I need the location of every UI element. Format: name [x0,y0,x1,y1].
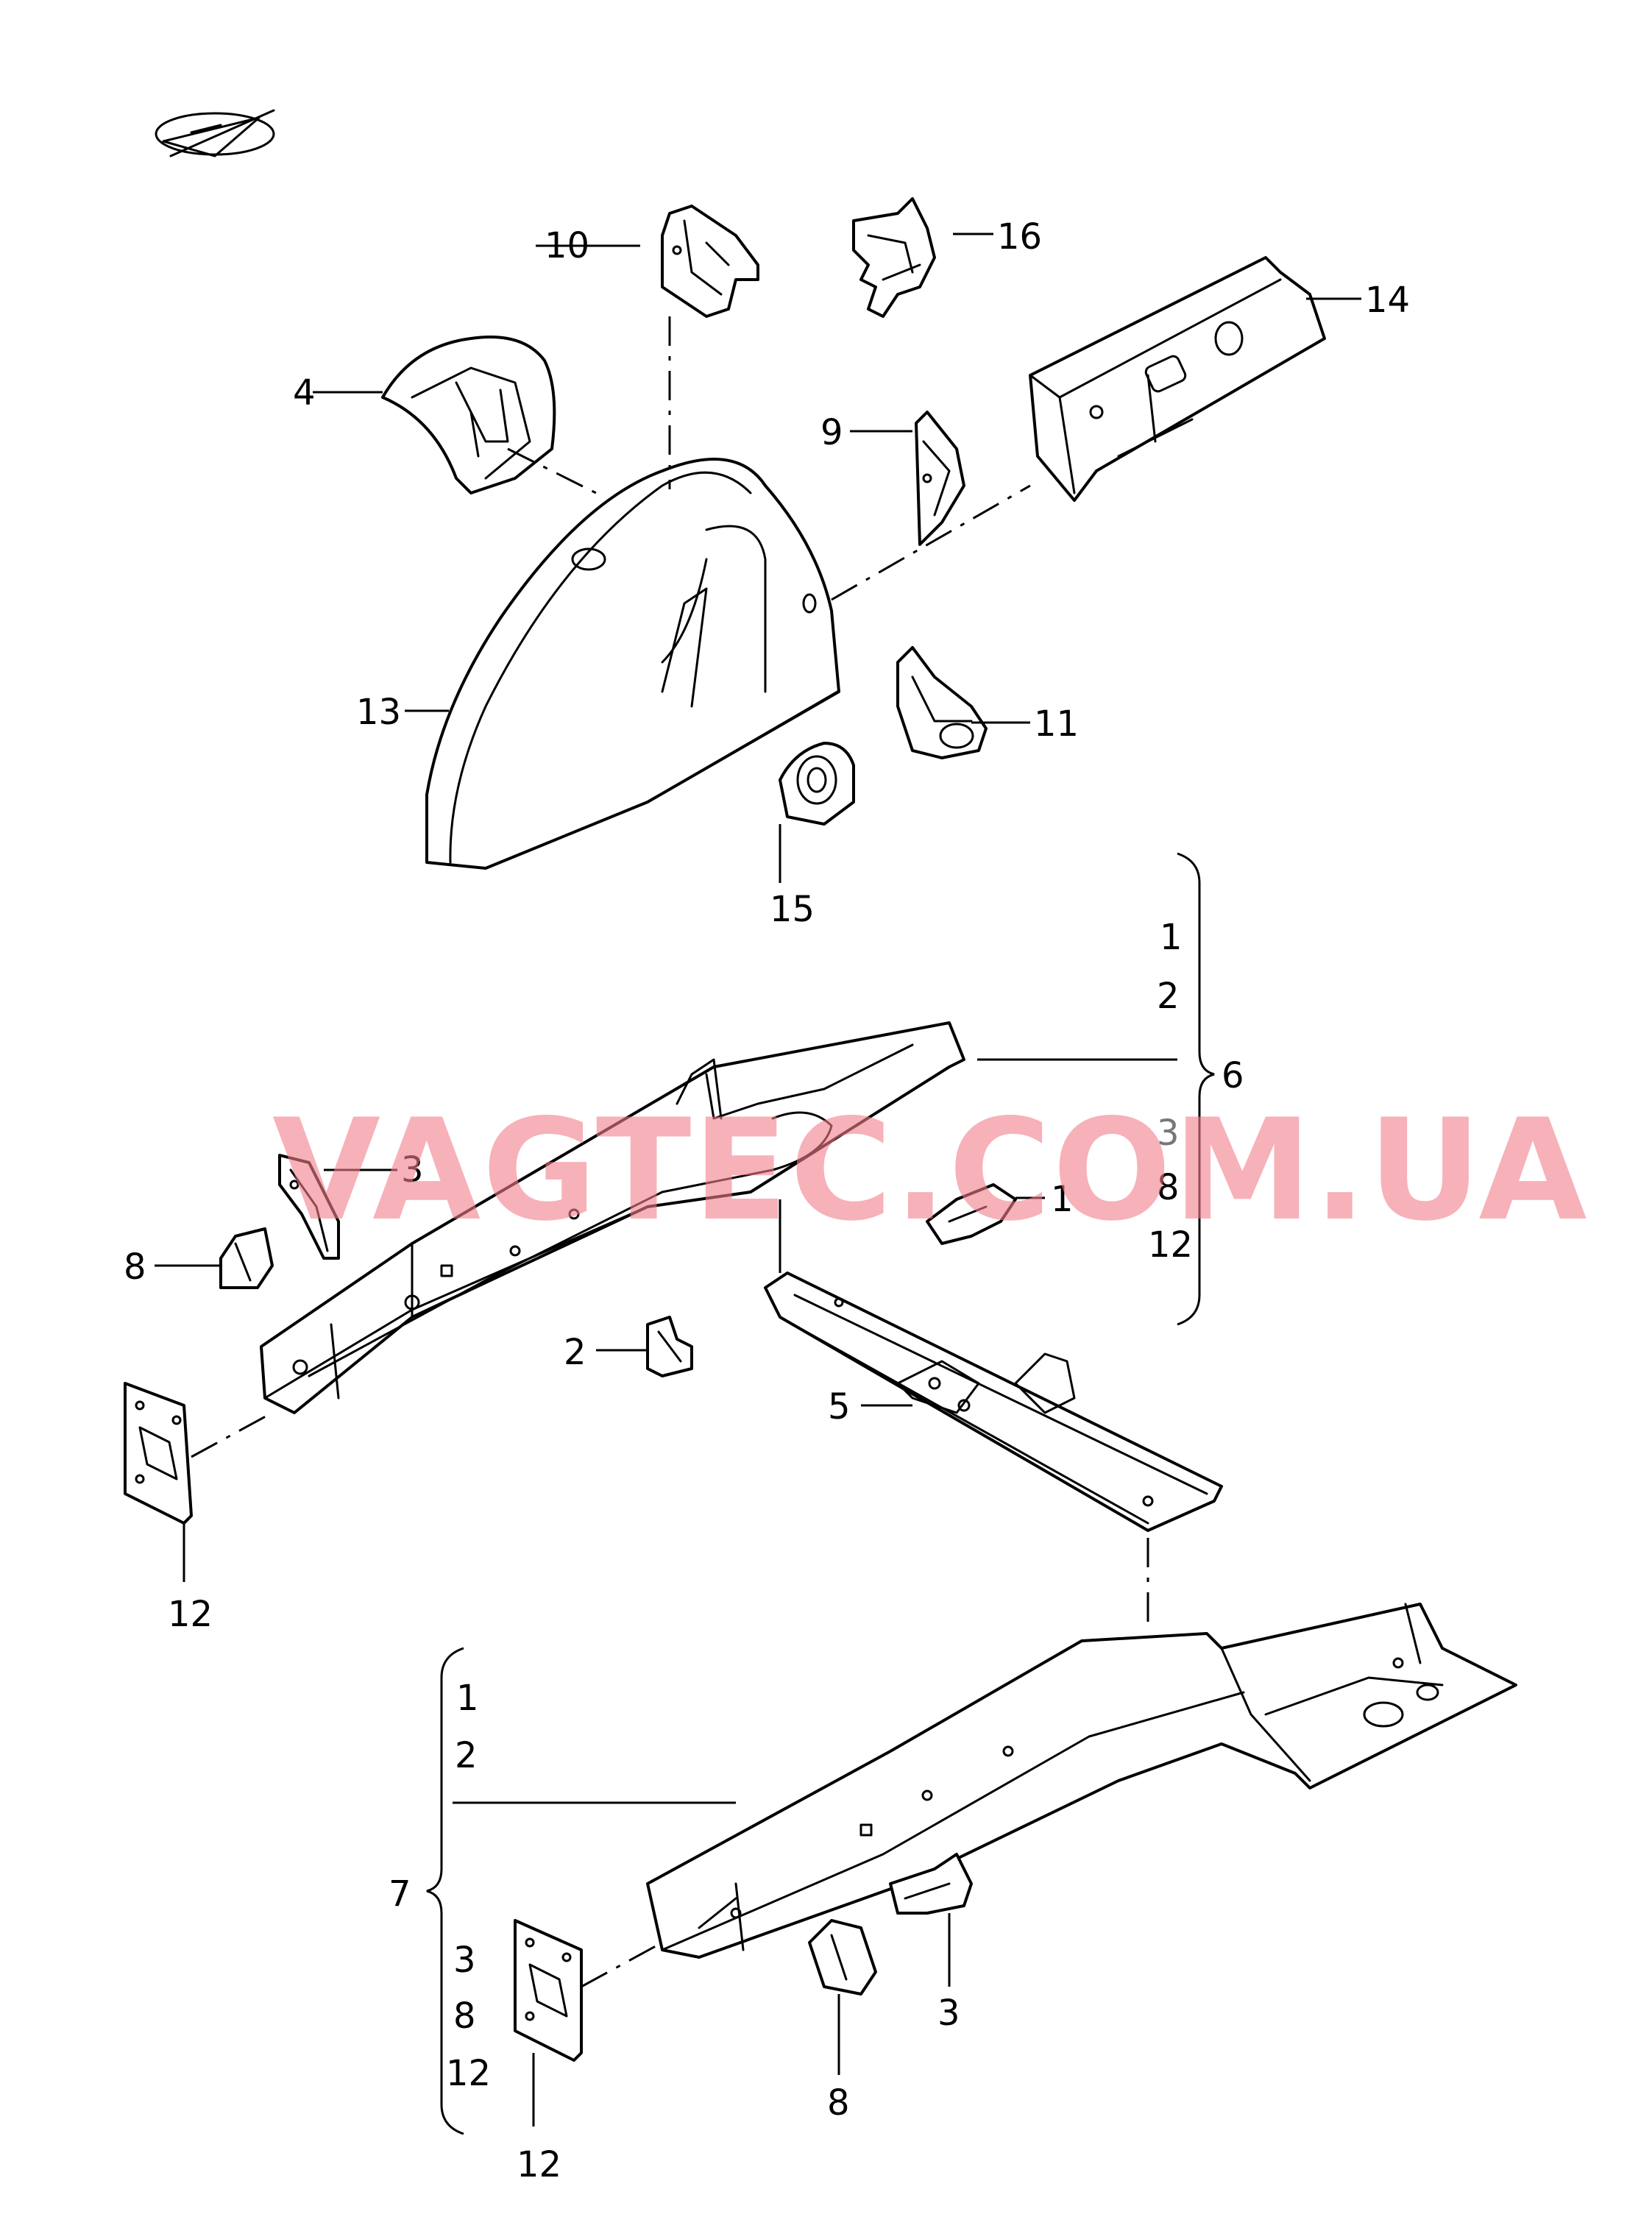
label-group7-8: 8 [453,1996,476,2037]
label-group6-8: 8 [1157,1167,1180,1208]
label-7: 7 [389,1873,411,1915]
label-mid-5: 5 [828,1386,851,1427]
label-bottom-12: 12 [517,2144,561,2185]
part-12-plate-bottom [514,1919,583,2062]
label-group6-2: 2 [1157,976,1180,1017]
part-12-plate-mid [124,1382,193,1525]
label-6: 6 [1222,1055,1244,1096]
label-13: 13 [356,692,401,733]
part-13-wheel-housing [425,458,840,870]
part-6-longitudinal-member [260,1021,965,1414]
label-mid-3: 3 [401,1149,424,1191]
part-14-rail [1029,256,1326,502]
part-7-longitudinal-member [646,1603,1517,1959]
label-mid-8: 8 [124,1246,146,1288]
label-16: 16 [997,216,1042,258]
part-3-bracket-mid [278,1154,340,1260]
label-group7-3: 3 [453,1940,476,1981]
part-2-clip-mid [646,1316,693,1377]
label-mid-1: 1 [1051,1179,1074,1220]
label-group6-12: 12 [1148,1224,1193,1266]
label-10: 10 [545,225,589,266]
label-bottom-3: 3 [937,1993,960,2034]
part-11-bracket [896,646,988,759]
label-group7-1: 1 [456,1678,479,1719]
part-16-clip [852,197,936,318]
label-14: 14 [1365,280,1410,321]
label-mid-12: 12 [168,1594,213,1635]
label-group7-2: 2 [455,1735,478,1776]
label-15: 15 [770,889,815,930]
label-bottom-8: 8 [827,2082,850,2124]
part-1-bracket-mid [926,1183,1017,1245]
part-10-plate [661,205,759,318]
part-3-bracket-bottom [889,1853,973,1915]
part-8-block-bottom [808,1919,877,1996]
label-group6-3: 3 [1157,1113,1180,1154]
part-5-cross-member [764,1271,1223,1532]
label-11: 11 [1034,703,1079,745]
label-mid-2: 2 [564,1332,586,1373]
label-group7-12: 12 [446,2053,491,2094]
watermark-text: VAGTEC.COM.UA [272,1089,1589,1252]
label-group6-1: 1 [1160,917,1183,958]
part-9-gusset [915,411,965,546]
label-9: 9 [820,412,843,453]
direction-arrow-icon [155,109,275,157]
label-4: 4 [293,372,316,414]
part-15-mount [779,742,855,826]
part-4-bracket [381,336,556,494]
part-8-block-mid [219,1227,274,1289]
